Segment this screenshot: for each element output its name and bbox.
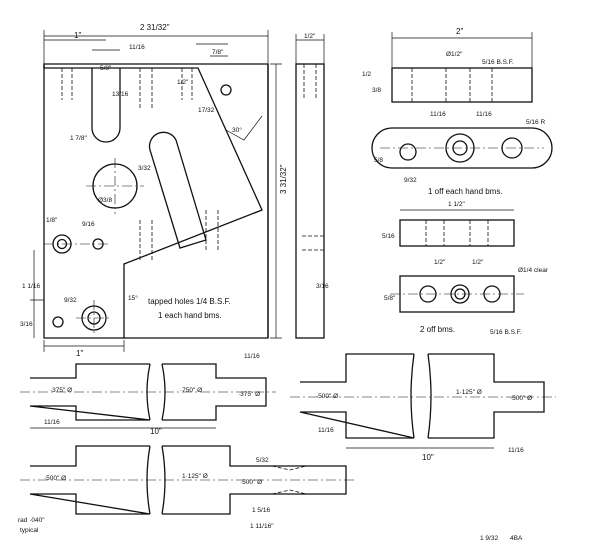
svg-text:1 11/16": 1 11/16" — [250, 523, 274, 530]
link-plan-view — [371, 127, 553, 169]
svg-text:3/8: 3/8 — [372, 87, 381, 94]
svg-text:1·125" Ø: 1·125" Ø — [456, 389, 482, 396]
svg-text:3 31/32": 3 31/32" — [279, 164, 288, 194]
svg-text:Ø1/2": Ø1/2" — [446, 51, 463, 58]
centerlines-main — [44, 158, 144, 336]
hidden-holes-lower — [139, 210, 219, 260]
svg-text:1/2": 1/2" — [304, 33, 316, 40]
vertical-slot — [91, 68, 121, 143]
svg-text:11/16: 11/16 — [318, 427, 334, 434]
svg-text:15°: 15° — [128, 294, 138, 302]
svg-text:30°: 30° — [232, 126, 242, 134]
svg-text:5/16 B.S.F.: 5/16 B.S.F. — [490, 329, 522, 336]
svg-text:typical: typical — [20, 527, 39, 534]
plate-part: 1 1/2" 5/16 1/2" 1/2" Ø1/4 clear 5/8" 5/… — [382, 201, 549, 336]
svg-text:9/16: 9/16 — [82, 221, 95, 228]
svg-text:4BA: 4BA — [510, 535, 523, 542]
label-tapped-holes-1: tapped holes 1/4 B.S.F. — [148, 297, 231, 306]
shaft-1-outline — [29, 363, 267, 421]
bracket-left-edge — [43, 64, 124, 339]
svg-text:2": 2" — [456, 27, 463, 36]
label-link-one-off: 1 off each hand bms. — [428, 187, 503, 196]
svg-text:1 1/2": 1 1/2" — [448, 201, 465, 208]
svg-text:7/8": 7/8" — [212, 49, 224, 56]
svg-text:·500" Ø: ·500" Ø — [44, 475, 66, 482]
svg-text:5/8": 5/8" — [100, 65, 112, 72]
svg-text:5/16: 5/16 — [382, 233, 395, 240]
svg-text:1/2": 1/2" — [434, 259, 446, 266]
svg-text:10": 10" — [422, 453, 434, 462]
svg-text:Ø3/8: Ø3/8 — [98, 197, 112, 204]
svg-text:1/2: 1/2 — [362, 71, 371, 78]
svg-text:Ø1/4 clear: Ø1/4 clear — [518, 267, 549, 274]
svg-text:·500" Ø: ·500" Ø — [510, 395, 532, 402]
link-part: 2" Ø1/2" 5/16 B.S.F. 1/2 3/8 11/16 11/16… — [362, 27, 553, 196]
angled-slot — [148, 131, 207, 249]
hidden-holes-top — [61, 68, 193, 110]
svg-text:·500" Ø: ·500" Ø — [316, 393, 338, 400]
svg-text:11/16: 11/16 — [508, 447, 524, 454]
svg-text:1 7/8": 1 7/8" — [70, 135, 87, 142]
svg-text:3/32: 3/32 — [138, 165, 151, 172]
svg-text:·500" Ø: ·500" Ø — [240, 479, 262, 486]
svg-text:·375" Ø: ·375" Ø — [50, 387, 72, 394]
svg-text:5/16 R: 5/16 R — [526, 119, 545, 126]
side-view: 1/2" 3/16 — [295, 33, 329, 339]
label-tapped-holes-2: 1 each hand bms. — [158, 311, 222, 320]
svg-text:11/16: 11/16 — [244, 353, 260, 360]
label-overall-width: 2 31/32" — [140, 23, 170, 32]
svg-text:3/16: 3/16 — [316, 283, 329, 290]
plate-edge-view — [399, 219, 515, 247]
main-bracket-labels: 2 31/32" 1" 11/16 7/8" 5/8" 13/16 1/2" 1… — [20, 23, 288, 358]
label-one-inch-top: 1" — [74, 31, 81, 40]
svg-text:11/16: 11/16 — [44, 419, 60, 426]
svg-text:9/32: 9/32 — [404, 177, 417, 184]
svg-text:5/8": 5/8" — [384, 295, 396, 302]
svg-text:11/16: 11/16 — [430, 111, 446, 118]
small-hole-bottom — [52, 316, 64, 328]
svg-text:1·125" Ø: 1·125" Ø — [182, 473, 208, 480]
small-hole-top-right — [220, 84, 232, 96]
svg-text:5/8: 5/8 — [374, 157, 383, 164]
svg-text:17/32: 17/32 — [198, 107, 215, 114]
dim-overall-width — [43, 30, 269, 64]
svg-text:1 5/16: 1 5/16 — [252, 507, 270, 514]
svg-text:1": 1" — [76, 349, 83, 358]
svg-text:9/32: 9/32 — [64, 297, 77, 304]
label-plate-two-off: 2 off bms. — [420, 325, 455, 334]
shaft-2: ·500" Ø 1·125" Ø ·500" Ø 5/32 1 5/16 1 1… — [18, 445, 356, 534]
svg-text:·750" Ø: ·750" Ø — [180, 387, 202, 394]
svg-text:3/16: 3/16 — [20, 321, 33, 328]
dim-overall-height — [270, 63, 282, 339]
svg-text:11/16: 11/16 — [476, 111, 492, 118]
svg-text:1 9/32: 1 9/32 — [480, 535, 498, 542]
bottom-notes: 1 9/32 4BA — [480, 535, 523, 542]
svg-text:11/16: 11/16 — [129, 44, 145, 51]
link-top-view — [391, 67, 533, 103]
main-bracket-view — [30, 30, 282, 352]
svg-text:5/32: 5/32 — [256, 457, 269, 464]
svg-text:1 1/16: 1 1/16 — [22, 283, 40, 290]
side-outline — [295, 63, 325, 339]
svg-text:13/16: 13/16 — [112, 91, 129, 98]
svg-text:·375" Ø: ·375" Ø — [238, 391, 260, 398]
svg-text:1/2": 1/2" — [472, 259, 484, 266]
shaft-1: ·375" Ø ·750" Ø ·375" Ø 11/16 11/16 10" — [20, 353, 276, 436]
svg-text:5/16 B.S.F.: 5/16 B.S.F. — [482, 59, 514, 66]
svg-text:1/2": 1/2" — [177, 79, 189, 86]
svg-text:10": 10" — [150, 427, 162, 436]
svg-text:rad ·040": rad ·040" — [18, 517, 45, 524]
svg-text:1/8": 1/8" — [46, 217, 58, 224]
shaft-3: ·500" Ø 1·125" Ø ·500" Ø 11/16 11/16 10" — [290, 353, 556, 462]
